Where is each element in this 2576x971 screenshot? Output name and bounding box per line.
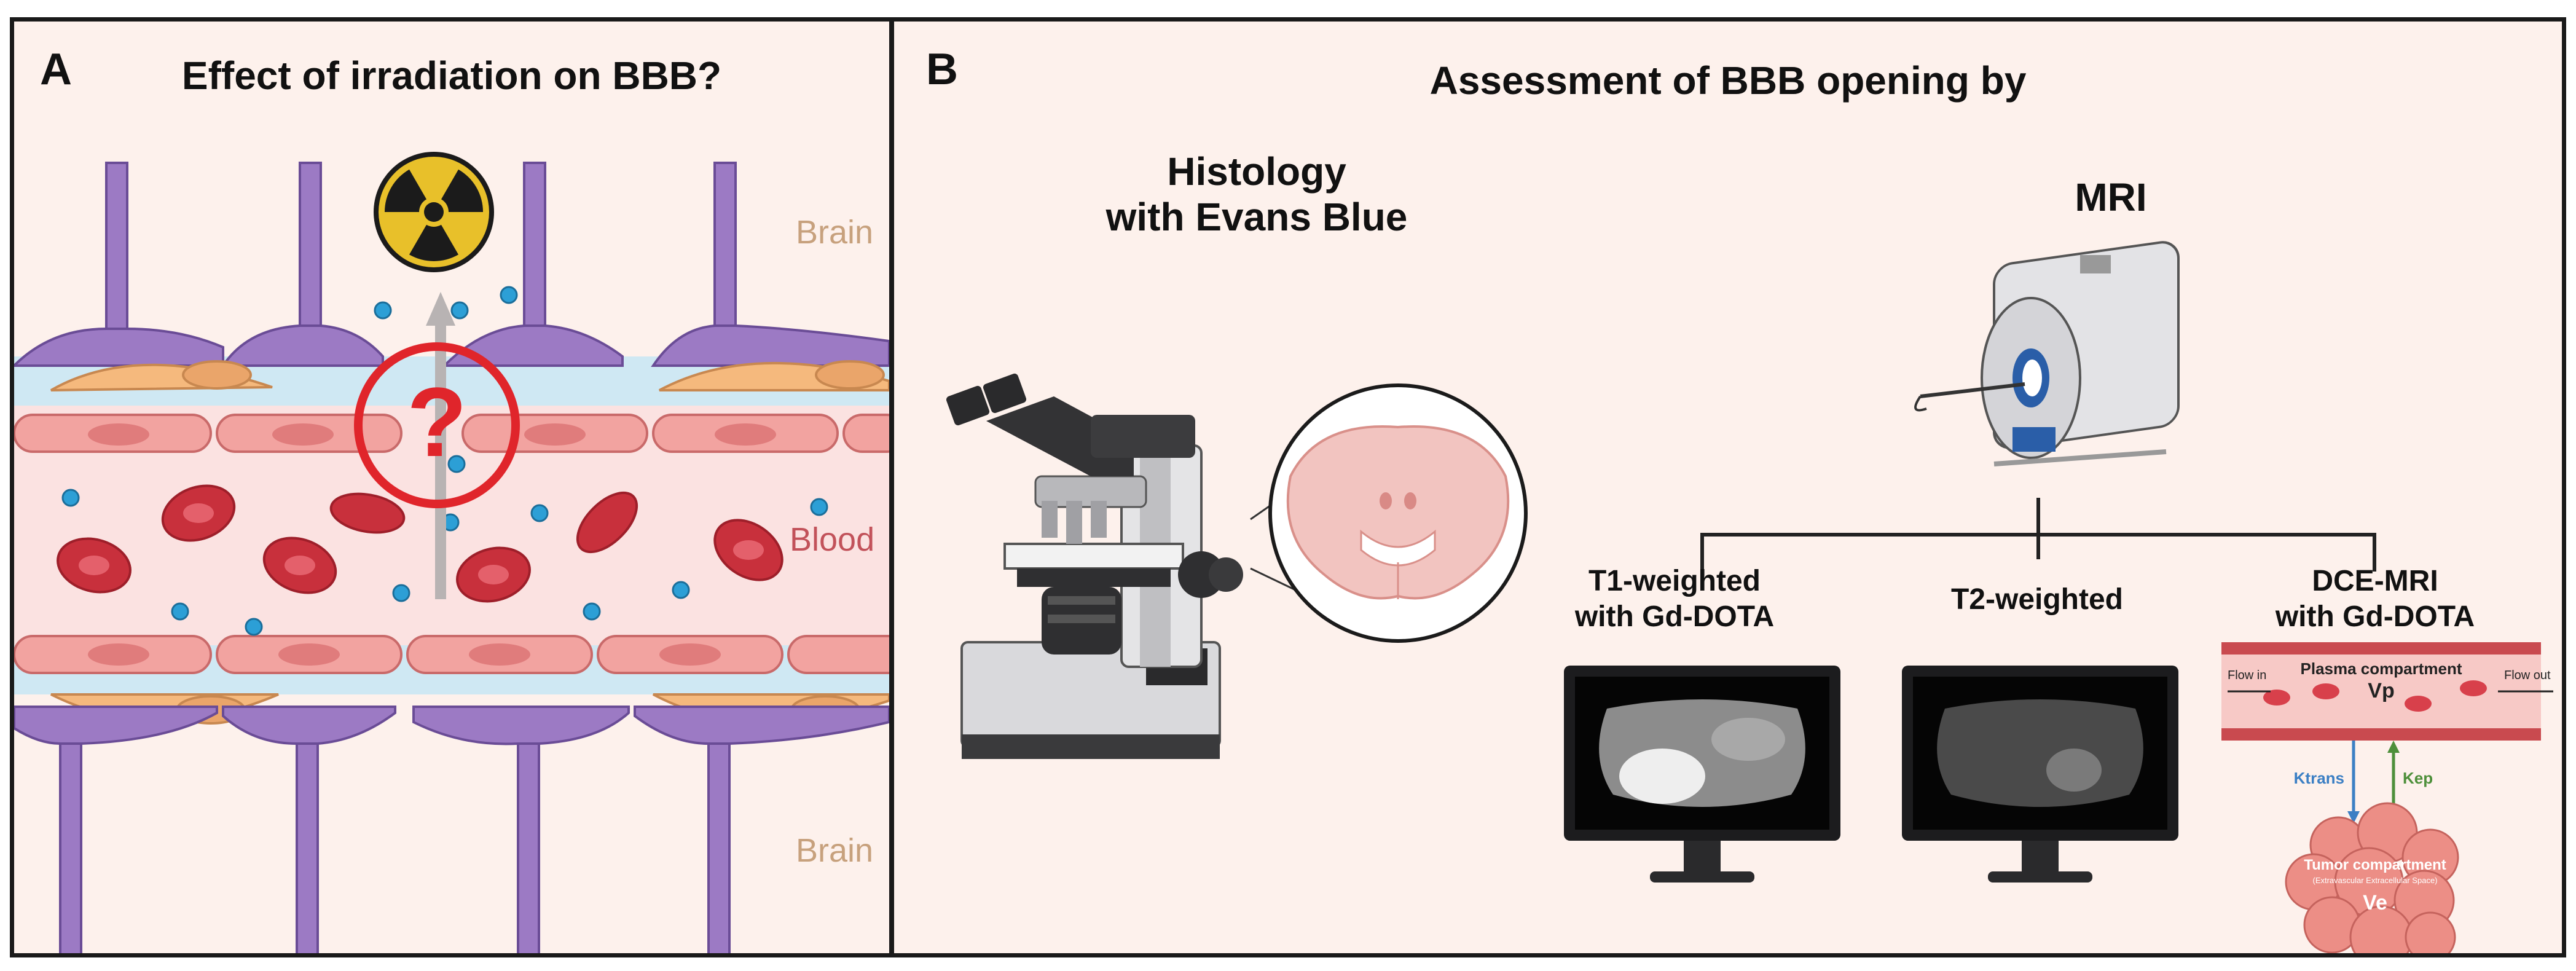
panel-a-letter: A xyxy=(40,45,72,94)
t2-label: T2-weighted xyxy=(1950,583,2123,616)
kep-label: Kep xyxy=(2403,769,2433,787)
panel-b-title: Assessment of BBB opening by xyxy=(1429,58,2027,103)
mri-title: MRI xyxy=(2075,175,2147,219)
t1-monitor xyxy=(1564,666,1840,883)
question-circle-icon: ? xyxy=(354,342,520,508)
ktrans-label: Ktrans xyxy=(2294,769,2344,787)
histology-title: Histology with Evans Blue xyxy=(1105,149,1408,239)
panel-b-letter: B xyxy=(926,45,958,94)
flow-out-label: Flow out xyxy=(2504,669,2551,682)
pericytes-top xyxy=(50,360,889,391)
radiation-icon xyxy=(374,152,494,272)
label-brain-bottom: Brain xyxy=(796,832,874,869)
bbb-illustration xyxy=(14,162,889,953)
dce-compartment-diagram: Flow in Flow out Plasma compartment Vp K… xyxy=(2221,642,2553,953)
t2-monitor xyxy=(1902,666,2178,883)
mri-scanner-illustration xyxy=(1914,241,2180,466)
astrocytes-bottom xyxy=(14,706,889,953)
microscope-illustration xyxy=(946,373,1243,759)
tumor-cells xyxy=(2285,802,2459,953)
t1-label: T1-weighted with Gd-DOTA xyxy=(1574,565,1775,633)
label-blood: Blood xyxy=(790,521,875,558)
panel-a: A Effect of irradiation on BBB? xyxy=(10,17,893,957)
red-blood-cells xyxy=(57,484,783,603)
leak-arrow xyxy=(426,292,455,599)
panel-b: B Assessment of BBB opening by Histology… xyxy=(890,17,2566,957)
mri-branch-lines xyxy=(1700,498,2376,572)
tumor-label: Tumor compartment xyxy=(2304,857,2446,873)
ve-label: Ve xyxy=(2363,891,2387,914)
label-brain-top: Brain xyxy=(796,214,874,251)
vp-label: Vp xyxy=(2368,679,2394,702)
tumor-sub-label: (Extravascular Extracellular Space) xyxy=(2312,876,2437,885)
question-mark: ? xyxy=(407,367,467,477)
flow-in-label: Flow in xyxy=(2228,669,2266,682)
dce-label: DCE-MRI with Gd-DOTA xyxy=(2275,565,2475,633)
brain-section-illustration xyxy=(1268,383,1528,643)
plasma-label: Plasma compartment xyxy=(2301,659,2462,678)
panel-a-title: Effect of irradiation on BBB? xyxy=(181,53,722,98)
astrocytes-top xyxy=(14,162,889,367)
tracer-dots xyxy=(61,286,828,636)
